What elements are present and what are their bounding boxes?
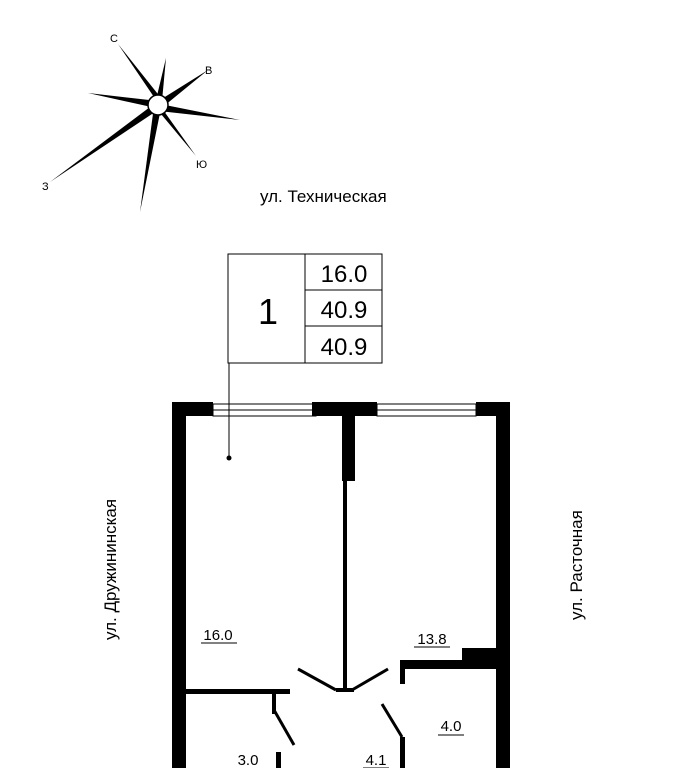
total-area-balcony-value: 40.9 — [321, 334, 368, 361]
compass-east-label: В — [205, 65, 212, 77]
window — [212, 403, 317, 417]
svg-text:13.8: 13.8 — [417, 631, 446, 648]
door — [272, 709, 296, 746]
svg-text:4.1: 4.1 — [366, 752, 387, 768]
walls — [172, 402, 510, 768]
total-area-value: 40.9 — [321, 297, 368, 324]
room-area-label: 3.0 — [238, 752, 259, 768]
compass-rose-icon — [50, 44, 240, 212]
living-area-value: 16.0 — [321, 261, 368, 288]
street-left-label: ул. Дружининская — [101, 499, 120, 640]
room-area-label: 4.1 — [363, 752, 389, 768]
compass-south-label: Ю — [196, 159, 207, 171]
room-area-label: 16.0 — [201, 627, 237, 644]
svg-text:3.0: 3.0 — [238, 752, 259, 768]
window — [376, 403, 477, 417]
compass-north-label: С — [110, 33, 118, 45]
apartment-number: 1 — [258, 291, 278, 332]
compass-west-label: З — [42, 181, 49, 193]
street-top-label: ул. Техническая — [260, 187, 387, 206]
door — [380, 703, 404, 738]
door — [297, 667, 337, 692]
door — [351, 667, 389, 692]
room-area-label: 4.0 — [438, 718, 464, 736]
street-right-label: ул. Расточная — [567, 510, 586, 620]
svg-text:16.0: 16.0 — [203, 627, 232, 644]
svg-text:4.0: 4.0 — [441, 718, 462, 735]
apartment-info-box — [226, 253, 383, 461]
room-area-label: 13.8 — [414, 631, 450, 648]
